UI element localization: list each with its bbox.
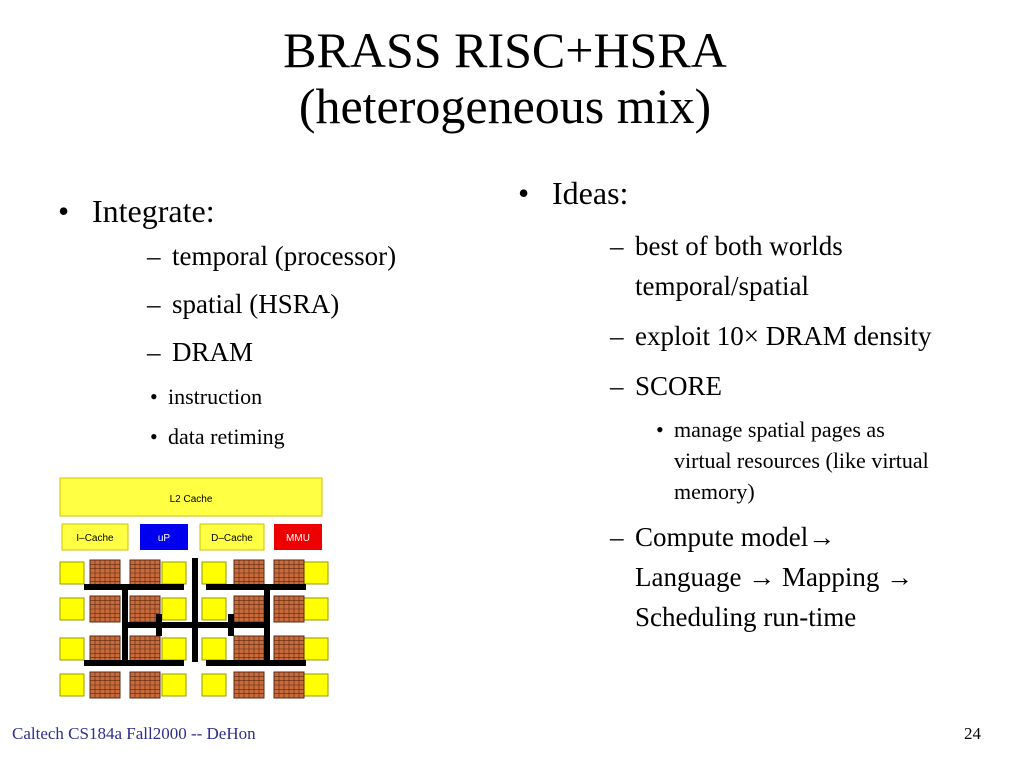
footer-course: Caltech CS184a Fall2000 -- DeHon [12,724,256,743]
io-pad [161,637,187,661]
item-best-of-both: best of both worlds temporal/spatial [600,226,932,306]
dram-list: instruction data retiming [142,380,452,454]
route-wire [84,584,184,590]
bullet-ideas: Ideas: best of both worlds temporal/spat… [512,174,932,637]
right-column: Ideas: best of both worlds temporal/spat… [512,174,932,647]
route-wire [156,614,162,636]
l2-cache-block [59,477,323,517]
route-wire [192,558,198,662]
hsra-fabric [59,558,329,699]
io-pad [201,561,227,585]
io-pad [161,673,187,697]
bullet-integrate-label: Integrate: [92,193,215,229]
left-column: Integrate: temporal (processor) spatial … [52,192,452,460]
io-pad [59,561,85,585]
icache-label: I–Cache [76,533,114,544]
io-pad [59,597,85,621]
up-block [140,524,188,550]
dcache-label: D–Cache [211,533,253,544]
mmu-block [274,524,322,550]
icache-block [61,523,129,551]
io-pad [201,673,227,697]
score-list: manage spatial pages as virtual resource… [648,414,932,507]
route-wire [228,614,234,636]
mmu-label: MMU [286,533,310,544]
title-line-1: BRASS RISC+HSRA [283,22,727,78]
page-number: 24 [964,724,981,743]
item-temporal: temporal (processor) [137,236,452,276]
item-manage-spatial: manage spatial pages as virtual resource… [648,414,932,507]
io-pad [303,597,329,621]
io-pad [303,637,329,661]
title-line-2: (heterogeneous mix) [298,78,712,134]
item-spatial: spatial (HSRA) [137,284,452,324]
l2-cache-label: L2 Cache [170,494,213,505]
bullet-ideas-label: Ideas: [552,175,629,211]
dcache-block [199,523,265,551]
item-score: SCORE [600,366,932,406]
item-data-retiming: data retiming [142,420,452,454]
io-pad [161,561,187,585]
io-pad [201,597,227,621]
ideas-list: best of both worlds temporal/spatial exp… [600,226,932,637]
bullet-integrate: Integrate: temporal (processor) spatial … [52,192,452,454]
integrate-list: temporal (processor) spatial (HSRA) DRAM [137,236,452,372]
architecture-diagram: L2 Cache I–Cache uP D–Cache MMU [59,477,329,699]
item-dram: DRAM [137,332,452,372]
score-container: manage spatial pages as virtual resource… [600,414,932,507]
up-label: uP [158,533,171,544]
io-pad [161,597,187,621]
route-wire [206,660,306,666]
item-dram-label: DRAM [172,337,254,367]
io-pad [201,637,227,661]
io-pad [59,673,85,697]
io-pad [303,673,329,697]
item-instruction: instruction [142,380,452,414]
item-exploit-dram: exploit 10× DRAM density [600,316,932,356]
route-wire [84,660,184,666]
io-pad [59,637,85,661]
route-wire [206,584,306,590]
io-pad [303,561,329,585]
item-compute-model: Compute model→ Language → Mapping → Sche… [600,517,932,637]
slide-title: BRASS RISC+HSRA (heterogeneous mix) [0,22,1010,134]
